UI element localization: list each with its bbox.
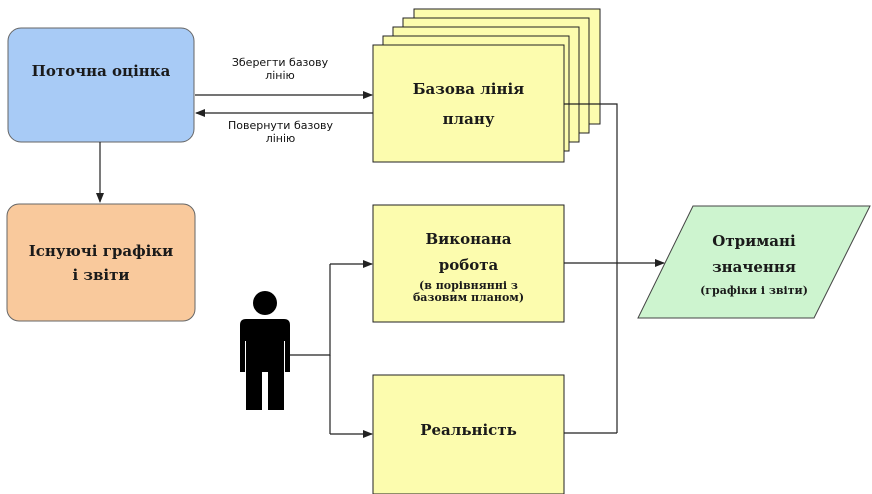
person-fork-connector — [290, 264, 331, 356]
current-estimate-label-wrap: Поточна оцінка — [8, 28, 194, 142]
work-done-label-2: робота — [438, 255, 499, 274]
reality-label: Реальність — [420, 420, 517, 439]
restore-baseline-label: Повернути базову лінію — [203, 119, 358, 145]
current-estimate-label: Поточна оцінка — [31, 62, 171, 80]
work-done-note-2: базовим планом) — [412, 290, 525, 304]
reality-box — [372, 374, 565, 494]
save-baseline-label-1: Зберегти базову — [231, 56, 329, 69]
baseline-stack — [372, 8, 601, 163]
baseline-plan-label-2: плану — [442, 109, 495, 128]
person-silhouette-icon — [240, 291, 290, 410]
restore-baseline-label-2: лінію — [265, 132, 296, 145]
existing-reports-box — [6, 203, 196, 322]
result-label-1: Отримані — [712, 232, 796, 250]
result-label-wrap: Отримані значення (графіки і звіти) — [665, 206, 843, 318]
work-done-note-1: (в порівнянні з — [419, 278, 518, 292]
baseline-plan-box — [372, 44, 565, 163]
work-done-label-wrap: Виконана робота (в порівнянні з базовим … — [373, 205, 564, 322]
result-label-2: значення — [712, 258, 796, 276]
current-estimate-box — [7, 27, 195, 143]
result-parallelogram — [637, 205, 871, 319]
existing-reports-label-2: і звіти — [72, 265, 130, 284]
restore-baseline-label-1: Повернути базову — [227, 119, 334, 132]
reality-label-wrap: Реальність — [373, 375, 564, 494]
work-done-label-1: Виконана — [425, 229, 512, 248]
existing-reports-label-wrap: Існуючі графіки і звіти — [7, 204, 195, 321]
existing-reports-label-1: Існуючі графіки — [28, 241, 174, 260]
baseline-plan-label-1: Базова лінія — [412, 79, 525, 98]
result-note: (графіки і звіти) — [700, 284, 808, 297]
save-baseline-label: Зберегти базову лінію — [205, 56, 355, 82]
work-done-box — [372, 204, 565, 323]
baseline-to-result-connector — [564, 103, 618, 433]
baseline-plan-label-wrap: Базова лінія плану — [373, 45, 564, 162]
save-baseline-label-2: лінію — [265, 69, 295, 82]
